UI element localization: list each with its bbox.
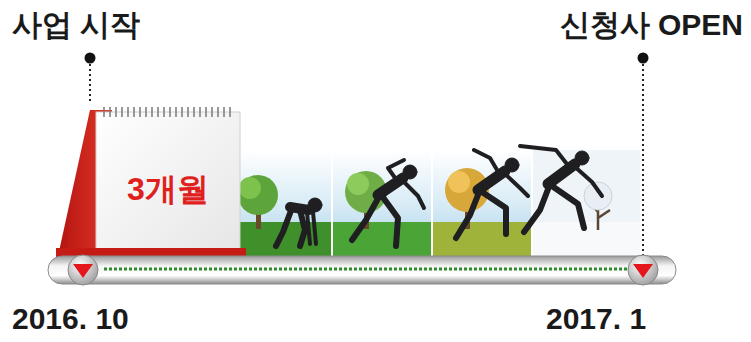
season-panels (232, 150, 640, 256)
date-label: 2016. 10 (12, 302, 129, 337)
date-label: 2017. 1 (546, 302, 646, 337)
leader-lines (85, 53, 649, 257)
duration-text: 3개월 (127, 172, 209, 207)
milestone-label: 신청사 OPEN (560, 8, 743, 43)
runner-figures (276, 146, 602, 246)
milestone-label: 사업 시작 (12, 8, 140, 43)
timeline-bar (48, 255, 676, 285)
calendar-page: 3개월 (100, 150, 236, 230)
calendar-illustration (56, 107, 246, 258)
